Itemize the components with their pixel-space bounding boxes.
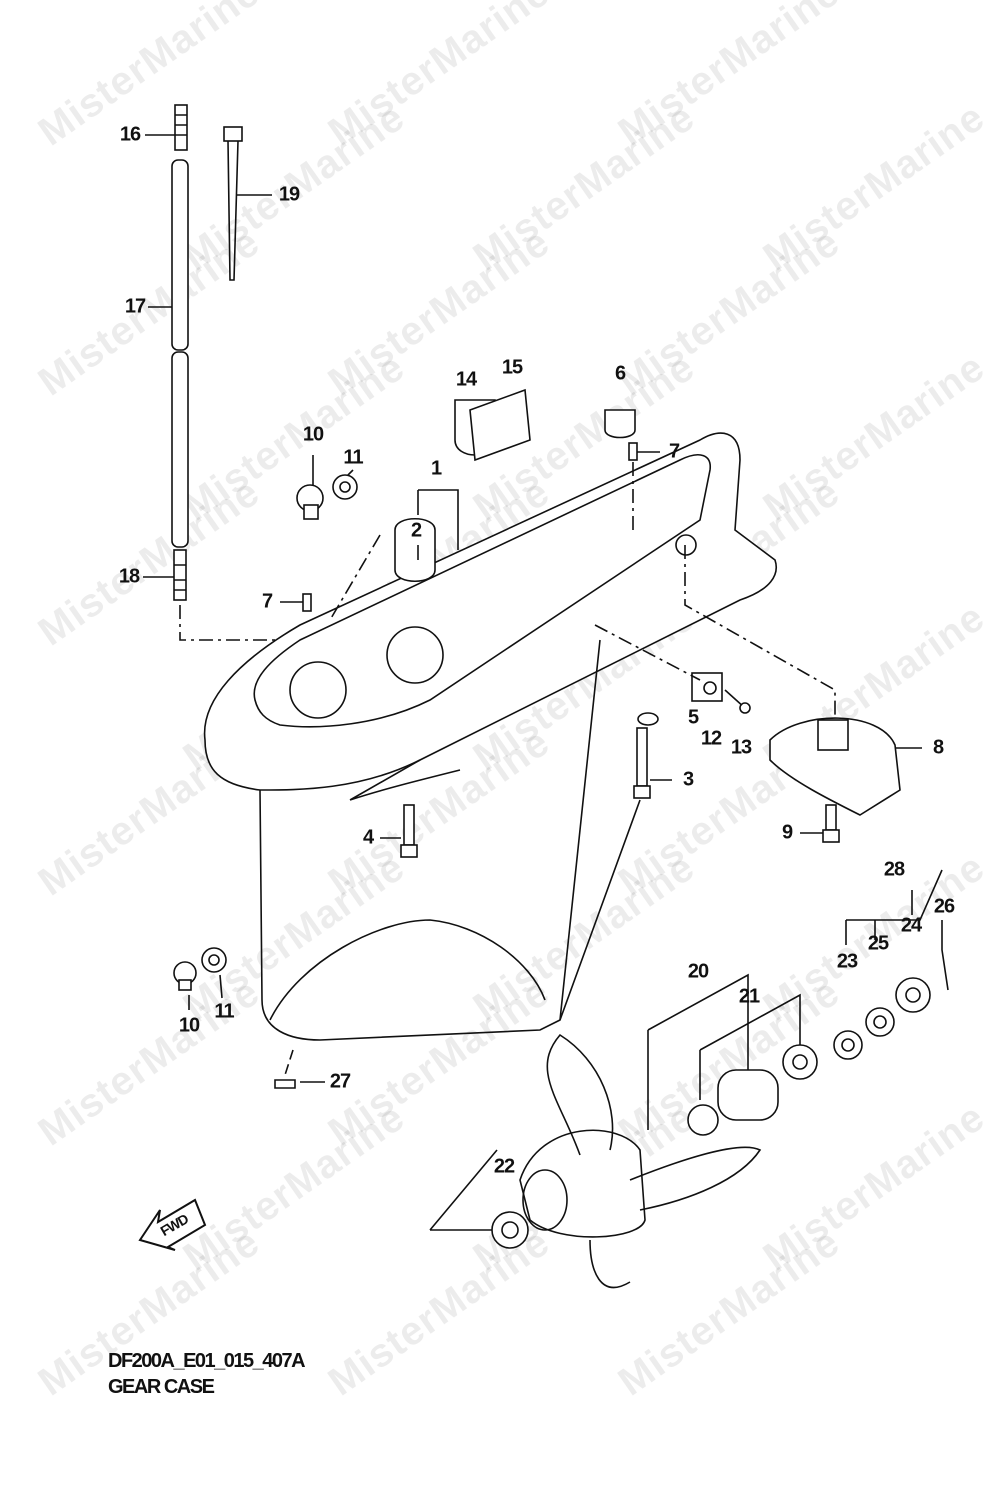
fwd-arrow-icon [138, 1198, 207, 1251]
part-4-bolt [400, 804, 418, 858]
gear-case-body [203, 432, 777, 1041]
part-18-rod-coupler [173, 549, 187, 601]
part-27-anode [274, 1079, 296, 1089]
callout-2: 2 [410, 519, 422, 542]
part-12-block [691, 672, 723, 702]
part-17-shift-rod [171, 159, 189, 548]
part-10-plug [296, 484, 324, 520]
part-24-nut [895, 977, 931, 1013]
part-26-cotter-pin [941, 920, 949, 991]
part-20-propeller [519, 1033, 762, 1289]
part-7-pin [628, 442, 638, 461]
part-6-anode [604, 409, 636, 439]
callout-24: 24 [900, 914, 922, 937]
callout-1: 1 [430, 457, 442, 480]
callout-27: 27 [329, 1070, 351, 1093]
callout-12: 12 [700, 727, 722, 750]
callout-3: 3 [682, 768, 694, 791]
diagram-code: DF200A_E01_015_407A [108, 1350, 306, 1372]
part-3-bolt [633, 727, 651, 799]
callout-10: 10 [302, 423, 324, 446]
callout-23: 23 [836, 950, 858, 973]
part-8-trim-tab [769, 717, 901, 816]
callout-16: 16 [119, 123, 141, 146]
callout-7b: 7 [261, 590, 273, 613]
callout-15: 15 [501, 356, 523, 379]
callout-4: 4 [362, 826, 374, 849]
callout-5: 5 [687, 706, 699, 729]
callout-7: 7 [668, 440, 680, 463]
callout-26: 26 [933, 895, 955, 918]
callout-19: 19 [278, 183, 300, 206]
callout-18: 18 [118, 565, 140, 588]
part-25-washer [865, 1007, 895, 1037]
part-9-bolt [822, 804, 840, 843]
callout-17: 17 [124, 295, 146, 318]
callout-11: 11 [343, 446, 363, 469]
part-19-cable-tie [223, 126, 243, 281]
part-10-plug-lower [173, 961, 197, 991]
part-22-spacer [491, 1211, 529, 1249]
callout-22: 22 [493, 1155, 515, 1178]
callout-13: 13 [730, 736, 752, 759]
callout-28: 28 [883, 858, 905, 881]
part-14-15-anodes [454, 388, 531, 462]
part-21-bushing [687, 1044, 818, 1136]
callout-9: 9 [781, 821, 793, 844]
part-23-washer [833, 1030, 863, 1060]
part-11-gasket [332, 474, 358, 500]
callout-6: 6 [614, 362, 626, 385]
callout-20: 20 [687, 960, 709, 983]
callout-25: 25 [867, 932, 889, 955]
callout-11b: 11 [214, 1000, 234, 1023]
part-16-rod-end [174, 104, 188, 151]
callout-8: 8 [932, 736, 944, 759]
callout-21: 21 [738, 985, 760, 1008]
callout-14: 14 [455, 368, 477, 391]
callout-10b: 10 [178, 1014, 200, 1037]
diagram-title: GEAR CASE [108, 1376, 215, 1398]
part-11-gasket-lower [201, 947, 227, 973]
